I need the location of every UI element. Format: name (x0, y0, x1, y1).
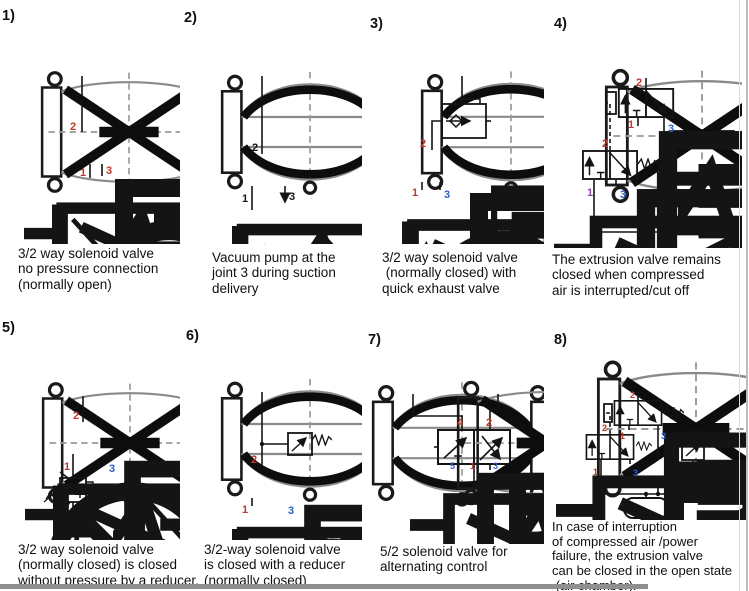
caption: Vacuum pump at the joint 3 during suctio… (212, 250, 336, 296)
port-label: 1 (593, 467, 598, 477)
pneumatic-schematic: 2 1 3 (2, 318, 180, 540)
vacuum-source-icon (434, 241, 544, 244)
port-label: 3 (493, 461, 498, 471)
suction-cup-icon (222, 379, 362, 500)
port-label: 4 (457, 417, 464, 429)
pneumatic-schematic: 2 1 3 (362, 4, 544, 244)
panel-number: 2) (184, 10, 197, 26)
panel-number: 6) (186, 328, 199, 344)
port-label: 1 (587, 187, 593, 199)
panel-number: 8) (554, 332, 567, 348)
pilot-actuator-icon (605, 91, 617, 115)
caption: 3/2-way solenoid valve is closed with a … (204, 542, 346, 588)
port-label: 3 (288, 505, 294, 517)
port-label: 3 (289, 191, 295, 203)
caption: 3/2 way solenoid valve (normally closed)… (18, 542, 199, 588)
pneumatic-schematic: 2 1 3 (182, 318, 362, 540)
port-label: 3 (661, 431, 666, 441)
port-label: 5 (450, 461, 455, 471)
port-label: 2 (252, 142, 258, 154)
spring-icon (292, 238, 362, 244)
pressure-regulator-icon (43, 477, 94, 512)
panel-3: 3) 2 1 3 3/2 way solenoid valve (normall… (362, 4, 544, 318)
quick-exhaust-valve-icon (441, 103, 487, 139)
port-label: 3 (106, 165, 112, 177)
port-label: 2 (636, 77, 642, 89)
spring-icon (312, 434, 332, 446)
port-label: 1 (620, 431, 625, 441)
flow-reducer-icon (287, 432, 313, 456)
port-label: 2 (602, 423, 607, 433)
suction-cup-icon (222, 72, 362, 193)
caption: 3/2 way solenoid valve (normally closed)… (382, 250, 518, 296)
panel-number: 4) (554, 16, 567, 32)
suction-cup-icon (422, 71, 544, 194)
pneumatic-schematic: 2 1 3 2 1 3 (546, 4, 742, 248)
port-label: 2 (630, 390, 635, 400)
pneumatic-schematic: 2 1 3 2 1 3 (546, 318, 746, 520)
caption: 5/2 solenoid valve for alternating contr… (380, 544, 508, 575)
panel-8: 8) (546, 318, 746, 591)
panel-6: 6) 2 1 3 3/2-way solenoid valve is close… (182, 318, 362, 591)
solenoid-valve-icon (235, 229, 362, 244)
port-label: 2 (602, 138, 608, 150)
caption: In case of interruption of compressed ai… (552, 519, 732, 591)
port-label: 1 (242, 504, 248, 516)
caption: 3/2 way solenoid valve no pressure conne… (18, 246, 159, 292)
port-label: 2 (251, 454, 257, 466)
bottom-edge-bar (0, 584, 648, 589)
port-label: 2 (486, 417, 492, 429)
caption: The extrusion valve remains closed when … (552, 252, 721, 298)
panel-number: 7) (368, 332, 381, 348)
panel-number: 5) (2, 320, 15, 336)
spring-icon (636, 441, 652, 451)
port-label: 3 (633, 468, 638, 478)
port-label: 1 (470, 461, 475, 471)
port-label: 2 (420, 138, 426, 150)
port-label: 1 (64, 461, 70, 473)
port-label: 1 (242, 193, 248, 205)
pneumatic-schematic: 2 1 3 (182, 4, 362, 244)
pneumatic-schematic: 4 2 5 1 3 (362, 318, 544, 544)
port-label: 2 (70, 121, 76, 133)
port-label: 3 (620, 189, 626, 201)
port-label: 3 (668, 123, 674, 135)
port-label: 3 (444, 189, 450, 201)
panel-number: 1) (2, 8, 15, 24)
port-label: 3 (109, 463, 115, 475)
panel-2: 2) 2 1 3 Vacuum pump at the joint 3 duri… (182, 4, 362, 318)
pneumatic-schematic: 2 1 3 (2, 4, 180, 244)
right-edge-border (739, 0, 748, 591)
safety-valve-icon (681, 427, 705, 461)
solenoid-valve-icon (583, 151, 637, 179)
air-chamber-icon (623, 497, 669, 519)
pilot-actuator-icon (603, 403, 613, 423)
panel-5: 5) 2 1 3 3/2 way solenoid valve (normall… (2, 318, 199, 591)
panel-7: 7) 4 2 5 1 3 5/2 solenoid valve f (362, 318, 544, 591)
panel-number: 3) (370, 16, 383, 32)
port-label: 1 (412, 187, 418, 199)
panel-4: 4) 2 1 3 2 1 3 The extrusion v (546, 4, 742, 318)
port-label: 1 (80, 167, 86, 179)
port-label: 2 (73, 410, 79, 422)
port-label: 1 (628, 119, 634, 131)
solenoid-valve-icon (437, 429, 511, 465)
solenoid-valve-icon (586, 435, 633, 459)
panel-1: 1) 2 1 3 3/2 way solenoid valve no press… (2, 4, 180, 318)
